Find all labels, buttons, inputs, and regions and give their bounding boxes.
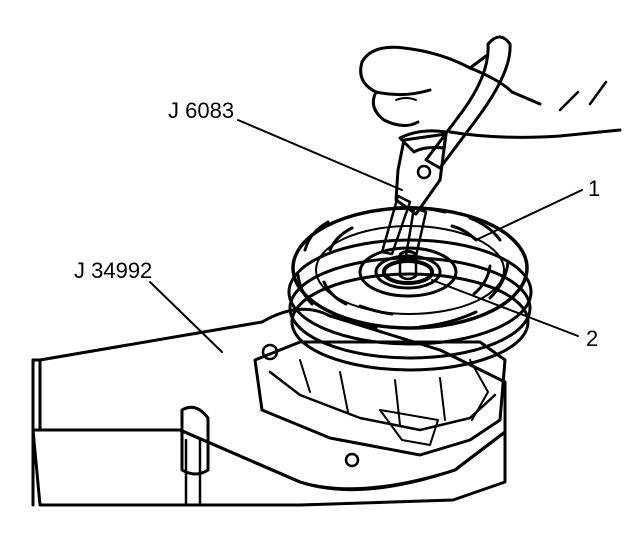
snap-ring-pliers <box>380 35 512 258</box>
label-item-1: 1 <box>588 176 600 201</box>
label-pliers: J 6083 <box>168 98 234 123</box>
leader-pliers <box>237 119 403 191</box>
fixture-bolt-hole <box>344 452 360 468</box>
leader-item-2 <box>431 279 579 337</box>
pliers-jaw <box>404 206 428 258</box>
technician-hand <box>359 45 622 139</box>
fixture-clamp-slot <box>180 405 210 476</box>
pulley-groove <box>287 238 533 346</box>
clutch-vent-slots <box>296 206 510 330</box>
pliers-handle-upper <box>424 35 512 170</box>
leader-item-1 <box>475 189 583 241</box>
pulley-groove <box>288 256 532 360</box>
compressor-body <box>253 340 507 457</box>
fixture-front-edge <box>31 428 507 507</box>
pulley-groove <box>290 272 530 372</box>
pliers-jaw <box>380 194 412 256</box>
pliers-pivot-pin <box>416 164 432 180</box>
leader-lines <box>149 119 583 353</box>
holding-fixture <box>31 307 507 507</box>
pliers-pivot-body <box>394 132 448 216</box>
fixture-top-surface <box>38 307 507 491</box>
leader-fixture <box>149 281 223 353</box>
label-holding-fixture: J 34992 <box>74 258 152 283</box>
label-item-2: 2 <box>586 326 598 351</box>
